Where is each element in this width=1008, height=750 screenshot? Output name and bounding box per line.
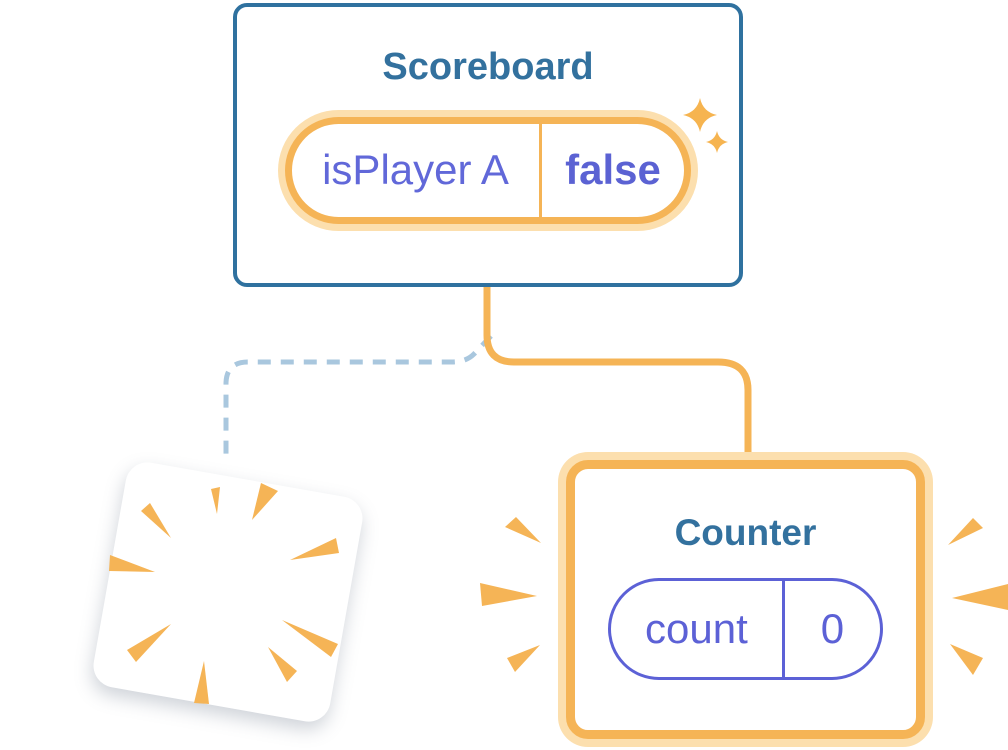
scoreboard-title: Scoreboard [382, 46, 594, 88]
dashed-connector-line [223, 334, 493, 458]
scoreboard-state-pill: isPlayer A false [278, 109, 698, 231]
scoreboard-component-card: Scoreboard isPlayer A false [233, 3, 743, 287]
emphasis-ray [505, 517, 541, 543]
emphasis-ray [952, 584, 1008, 610]
state-name: count [611, 580, 785, 677]
counter-component-card: Counter count 0 [558, 452, 933, 747]
emphasis-ray [950, 644, 983, 675]
emphasis-ray [507, 645, 540, 672]
state-name: isPlayer A [322, 146, 509, 194]
state-value: 0 [820, 604, 845, 652]
emphasis-ray [480, 583, 537, 606]
destroyed-component-card [90, 458, 366, 726]
counter-title: Counter [674, 512, 817, 553]
counter-state-pill: count 0 [608, 577, 883, 680]
counter-card-body: Counter count 0 [566, 460, 925, 739]
state-pill-body: isPlayer A false [285, 116, 691, 224]
solid-connector-line [483, 285, 752, 456]
state-value: false [538, 123, 684, 217]
emphasis-ray [948, 518, 983, 545]
